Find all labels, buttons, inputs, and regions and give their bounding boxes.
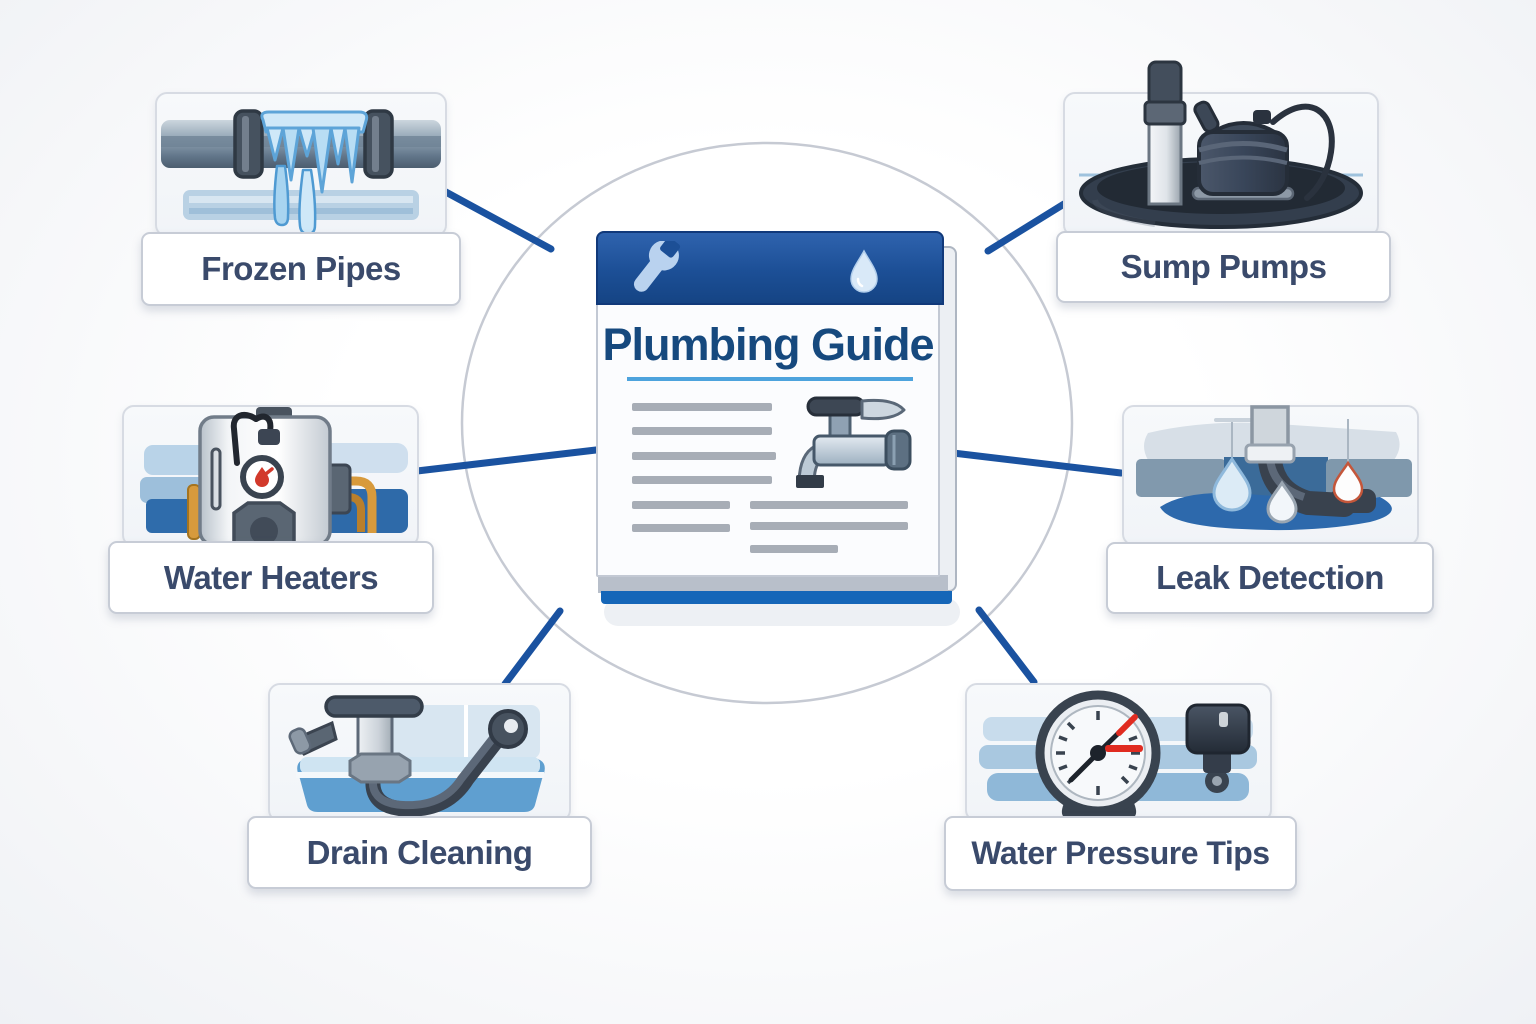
text-line — [750, 522, 908, 530]
leaking-pipe-icon — [1136, 405, 1412, 531]
water-drop-icon — [850, 249, 878, 293]
node-icon-leak-detection — [1122, 405, 1419, 546]
drain-snake-icon — [288, 695, 545, 817]
text-line — [750, 501, 908, 509]
wrench-icon — [633, 241, 681, 292]
document-title: Plumbing Guide — [602, 319, 935, 370]
node-card-frozen-pipes: Frozen Pipes — [141, 232, 461, 306]
text-line — [632, 476, 772, 484]
document-bottom-stripe — [601, 591, 952, 604]
sump-pump-icon — [1079, 60, 1363, 229]
plumbing-guide-document: Plumbing Guide — [596, 231, 944, 577]
connector-drain-cleaning — [501, 607, 564, 688]
faucet-icon — [796, 396, 912, 488]
text-line — [632, 403, 772, 411]
node-label: Water Heaters — [163, 558, 379, 596]
node-card-drain-cleaning: Drain Cleaning — [247, 816, 592, 889]
text-line — [750, 545, 838, 553]
text-line — [632, 452, 776, 460]
node-card-sump-pumps: Sump Pumps — [1056, 231, 1391, 303]
document-header — [596, 231, 944, 305]
connector-sump-pumps — [984, 200, 1068, 255]
text-line — [632, 524, 730, 532]
hub-circle — [460, 141, 1074, 705]
text-line — [632, 427, 772, 435]
node-label: Leak Detection — [1156, 559, 1384, 596]
node-icon-water-pressure — [965, 683, 1272, 822]
node-card-water-pressure: Water Pressure Tips — [944, 816, 1297, 891]
title-underline — [627, 377, 913, 381]
node-icon-drain-cleaning — [268, 683, 571, 822]
connector-water-pressure — [975, 606, 1038, 686]
node-icon-frozen-pipes — [155, 92, 447, 237]
connector-water-heaters — [413, 446, 600, 475]
pressure-gauge-icon — [979, 690, 1257, 819]
node-label: Drain Cleaning — [306, 833, 533, 871]
connector-frozen-pipes — [440, 187, 555, 253]
document-page-edge — [598, 575, 948, 593]
node-card-leak-detection: Leak Detection — [1106, 542, 1434, 614]
text-line — [632, 501, 730, 509]
water-heater-icon — [140, 407, 408, 547]
node-label: Sump Pumps — [1120, 248, 1327, 285]
frozen-pipe-icon — [161, 109, 441, 236]
connector-leak-detection — [949, 449, 1125, 477]
node-icon-sump-pumps — [1063, 60, 1379, 237]
node-label: Frozen Pipes — [201, 250, 401, 287]
node-label: Water Pressure Tips — [971, 835, 1270, 871]
node-icon-water-heaters — [122, 405, 419, 547]
node-card-water-heaters: Water Heaters — [108, 541, 434, 614]
